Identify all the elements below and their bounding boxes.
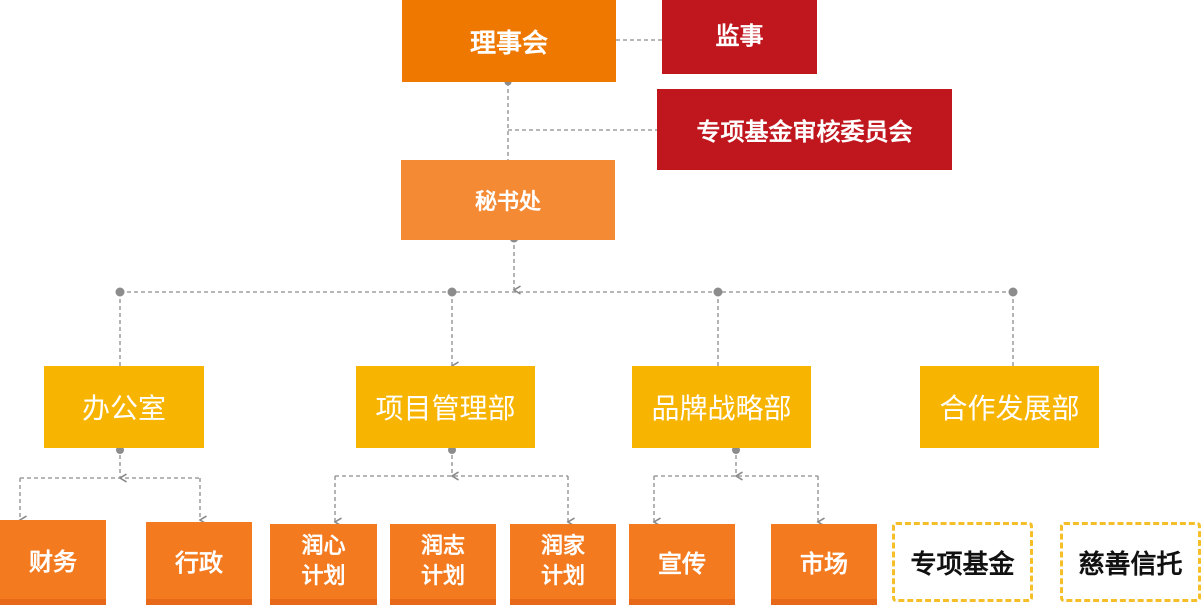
supervisor-box: 监事 [662, 0, 817, 74]
committee-box: 专项基金审核委员会 [657, 89, 952, 170]
market-label: 市场 [800, 550, 848, 578]
project-dept-box: 项目管理部 [356, 366, 535, 448]
secretariat-box: 秘书处 [401, 160, 615, 240]
publicity-box: 宣传 [629, 524, 735, 605]
project-dept-label: 项目管理部 [375, 392, 516, 425]
special-fund-label: 专项基金 [910, 549, 1015, 580]
runxin-plan-box: 润心计划 [270, 524, 377, 605]
charity-trust-box: 慈善信托 [1060, 522, 1201, 602]
runzhi-plan-box: 润志计划 [390, 524, 496, 605]
brand-dept-box: 品牌战略部 [632, 366, 811, 448]
cooperation-dept-box: 合作发展部 [920, 366, 1099, 448]
office-label: 办公室 [81, 392, 166, 425]
board-box: 理事会 [402, 0, 616, 82]
runzhi-plan-label: 润志计划 [420, 533, 465, 589]
supervisor-label: 监事 [715, 22, 764, 50]
office-box: 办公室 [44, 366, 204, 448]
runjia-plan-box: 润家计划 [510, 524, 616, 605]
board-label: 理事会 [469, 28, 548, 59]
publicity-label: 宣传 [658, 550, 706, 578]
secretariat-label: 秘书处 [474, 190, 541, 215]
admin-box: 行政 [146, 522, 252, 605]
cooperation-dept-label: 合作发展部 [939, 392, 1080, 425]
brand-dept-label: 品牌战略部 [651, 392, 792, 425]
runjia-plan-label: 润家计划 [540, 533, 585, 589]
market-box: 市场 [771, 524, 877, 605]
finance-box: 财务 [0, 520, 106, 605]
runxin-plan-label: 润心计划 [301, 533, 346, 589]
finance-label: 财务 [29, 548, 77, 576]
charity-trust-label: 慈善信托 [1078, 549, 1183, 580]
special-fund-box: 专项基金 [892, 522, 1033, 602]
committee-label: 专项基金审核委员会 [696, 118, 913, 146]
admin-label: 行政 [175, 549, 223, 577]
